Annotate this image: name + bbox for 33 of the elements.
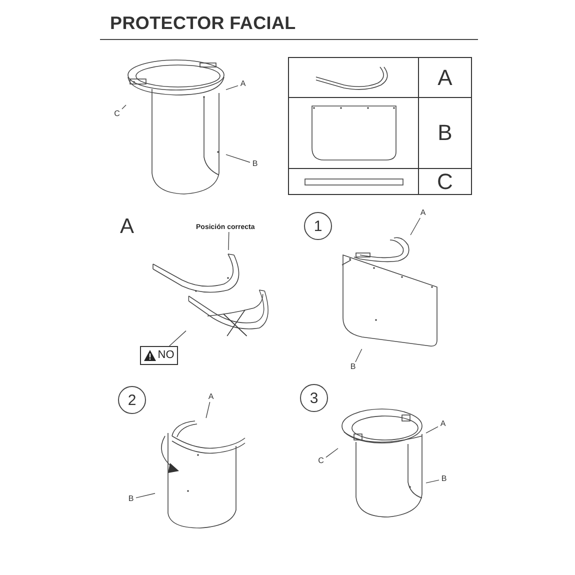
callout-letter: A (438, 419, 448, 429)
leader-line (226, 85, 238, 90)
part-letter: B (419, 98, 471, 169)
section-letter: A (120, 216, 134, 237)
leader-line (355, 348, 362, 362)
warning-text: NO (158, 350, 174, 361)
callout-letter: B (250, 158, 260, 170)
step-number-circle: 1 (304, 212, 332, 240)
callout-letter: B (126, 494, 136, 504)
leader-line (410, 218, 421, 236)
leader-line (169, 330, 186, 346)
leader-line (426, 426, 438, 434)
leader-line (206, 402, 210, 418)
warning-label (140, 346, 178, 365)
callout-letter: B (348, 362, 358, 372)
step-number-circle: 3 (300, 384, 328, 412)
part-letter: A (419, 58, 471, 98)
callout-letter: A (238, 78, 248, 90)
leader-line (136, 493, 156, 498)
callout-letter: C (316, 456, 326, 466)
callout-letter: C (112, 108, 122, 120)
headband-and-visor-drawing (340, 235, 440, 349)
part-letter: C (436, 169, 454, 195)
leader-line (426, 480, 440, 484)
callout-letter: B (439, 474, 449, 484)
leader-line (326, 448, 338, 458)
leader-line (122, 104, 126, 110)
callout-letter: A (418, 208, 428, 218)
callout-letter: A (206, 392, 216, 402)
step-number-circle: 2 (118, 386, 146, 414)
leader-line (226, 154, 250, 163)
title: PROTECTOR FACIAL (110, 13, 296, 34)
leader-line (228, 232, 230, 250)
